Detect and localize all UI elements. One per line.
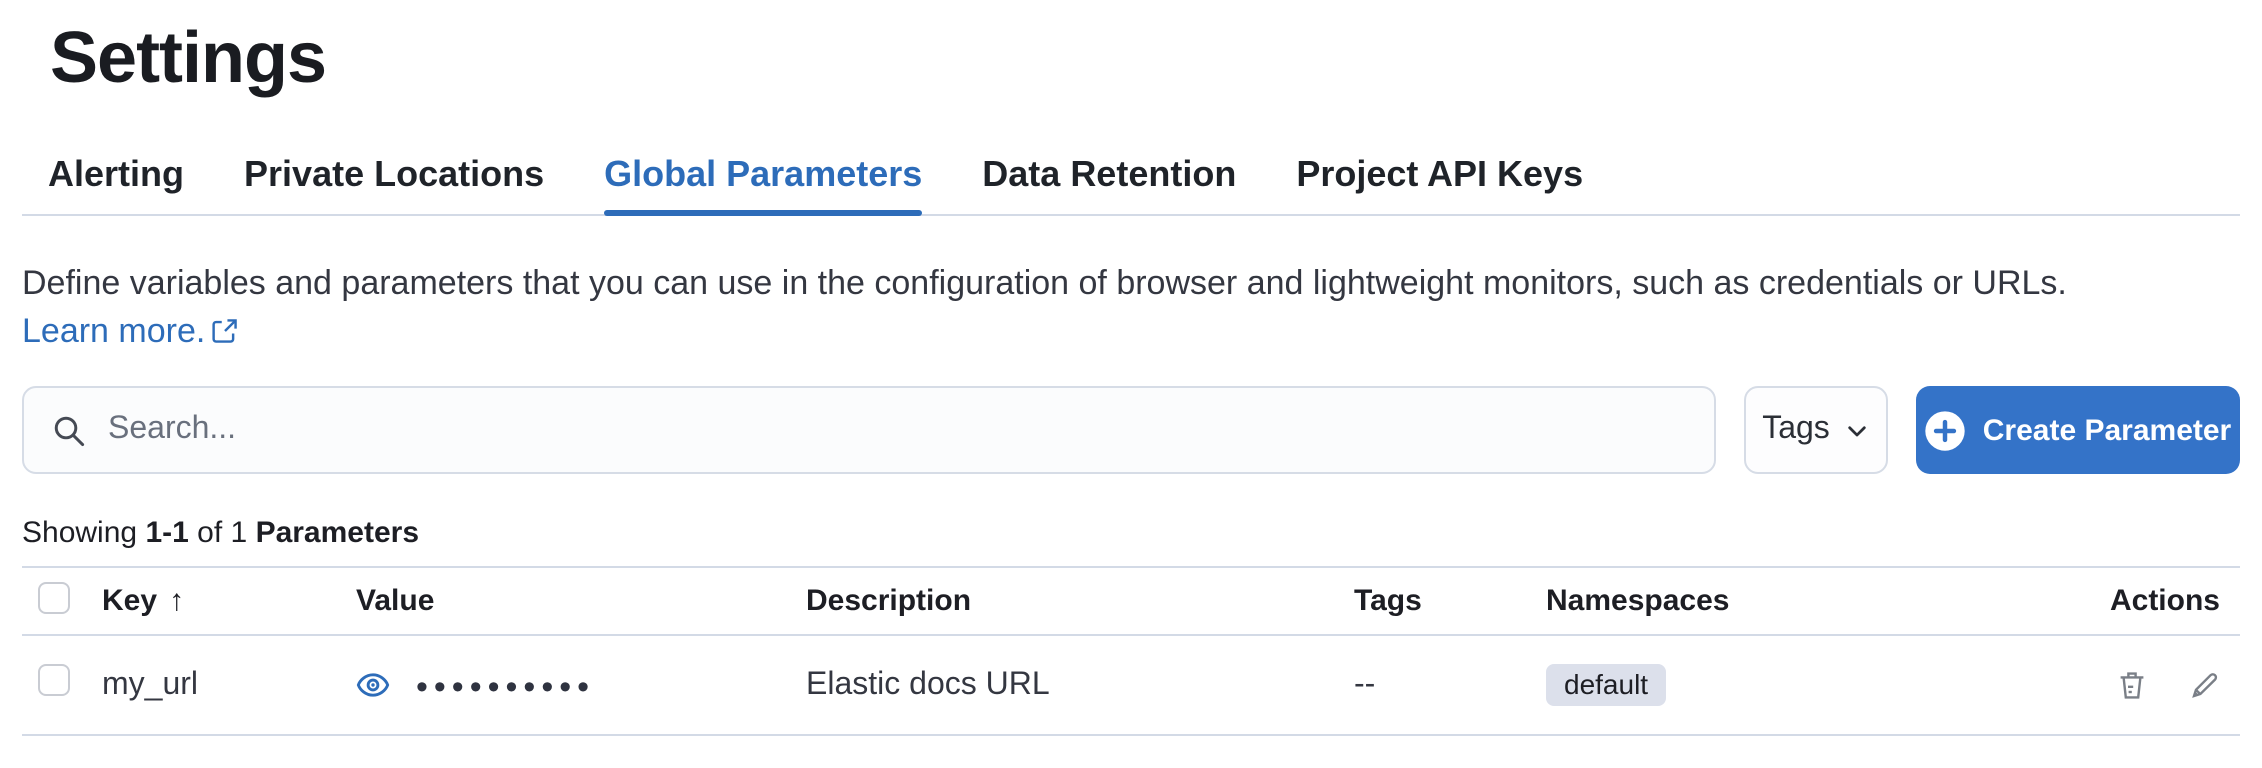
parameters-toolbar: Tags Create Parameter xyxy=(22,386,2240,474)
table-header-row: Key↑ Value Description Tags Namespaces A… xyxy=(22,568,2240,636)
tab-alerting[interactable]: Alerting xyxy=(48,154,185,194)
chevron-down-icon xyxy=(1848,425,1866,436)
trash-icon xyxy=(2120,671,2144,698)
row-checkbox[interactable] xyxy=(38,664,70,696)
edit-parameter-button[interactable] xyxy=(2188,669,2220,701)
column-header-namespaces: Namespaces xyxy=(1546,584,1730,618)
tab-private-locations[interactable]: Private Locations xyxy=(244,154,545,194)
results-summary: Showing 1-1 of 1 Parameters xyxy=(22,516,420,550)
search-input-wrapper[interactable] xyxy=(22,386,1716,474)
page-title: Settings xyxy=(50,16,327,98)
namespace-badge: default xyxy=(1546,664,1667,706)
pencil-icon xyxy=(2192,672,2218,697)
column-header-value: Value xyxy=(356,584,435,618)
row-actions xyxy=(2080,669,2240,701)
parameter-namespaces: default xyxy=(1546,664,2080,706)
parameter-value-cell: •••••••••• xyxy=(356,666,806,704)
delete-parameter-button[interactable] xyxy=(2116,669,2148,701)
learn-more-link[interactable]: Learn more. xyxy=(22,312,237,350)
tab-project-api-keys[interactable]: Project API Keys xyxy=(1296,154,1584,194)
parameters-table: Key↑ Value Description Tags Namespaces A… xyxy=(22,566,2240,736)
parameter-key: my_url xyxy=(102,667,199,701)
tags-filter-button[interactable]: Tags xyxy=(1744,386,1888,474)
external-link-icon xyxy=(211,319,237,343)
tab-data-retention[interactable]: Data Retention xyxy=(982,154,1237,194)
tab-global-parameters[interactable]: Global Parameters xyxy=(604,154,923,216)
column-header-actions: Actions xyxy=(2109,584,2220,618)
settings-page: Settings Alerting Private Locations Glob… xyxy=(0,14,2262,768)
parameter-tags: -- xyxy=(1354,667,1376,701)
search-input[interactable] xyxy=(108,412,1686,448)
select-all-checkbox[interactable] xyxy=(38,581,70,613)
column-header-key[interactable]: Key↑ xyxy=(102,584,185,618)
page-description: Define variables and parameters that you… xyxy=(22,260,2240,356)
description-text: Define variables and parameters that you… xyxy=(22,264,2067,302)
reveal-value-button[interactable] xyxy=(356,668,390,702)
eye-icon xyxy=(356,673,390,697)
plus-circle-icon xyxy=(1926,410,1966,450)
column-header-description: Description xyxy=(806,584,972,618)
search-icon xyxy=(54,415,85,446)
table-row: my_url •••••••••• Elastic docs URL -- de… xyxy=(22,636,2240,736)
settings-tabs: Alerting Private Locations Global Parame… xyxy=(22,154,2240,216)
sort-ascending-icon: ↑ xyxy=(169,584,185,618)
parameter-description: Elastic docs URL xyxy=(806,667,1050,701)
column-header-tags: Tags xyxy=(1354,584,1422,618)
create-parameter-button[interactable]: Create Parameter xyxy=(1916,386,2240,474)
masked-value: •••••••••• xyxy=(416,668,596,706)
